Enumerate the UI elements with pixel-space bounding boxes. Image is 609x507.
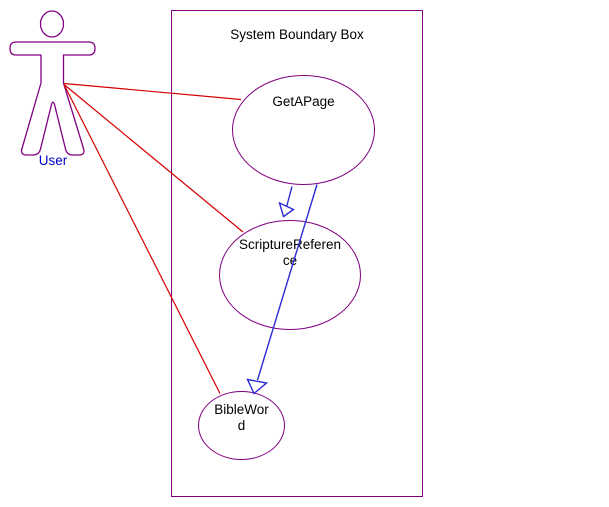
usecase-bibleword[interactable]: BibleWor d [198,391,285,460]
usecase-label-line: ScriptureReferen [238,237,342,252]
actor-body[interactable] [9,41,96,156]
usecase-label-line: BibleWor [214,402,269,417]
usecase-label-line: GetAPage [272,94,335,109]
system-boundary-title: System Boundary Box [230,27,364,42]
usecase-label-line: d [237,417,246,433]
usecase-getapage[interactable]: GetAPage [232,75,375,185]
actor-user-figure[interactable] [9,10,96,156]
usecase-label-line: ce [282,252,298,268]
actor-head[interactable] [39,10,65,38]
usecase-scripturereference[interactable]: ScriptureReferen ce [219,220,361,330]
actor-label: User [38,153,68,168]
